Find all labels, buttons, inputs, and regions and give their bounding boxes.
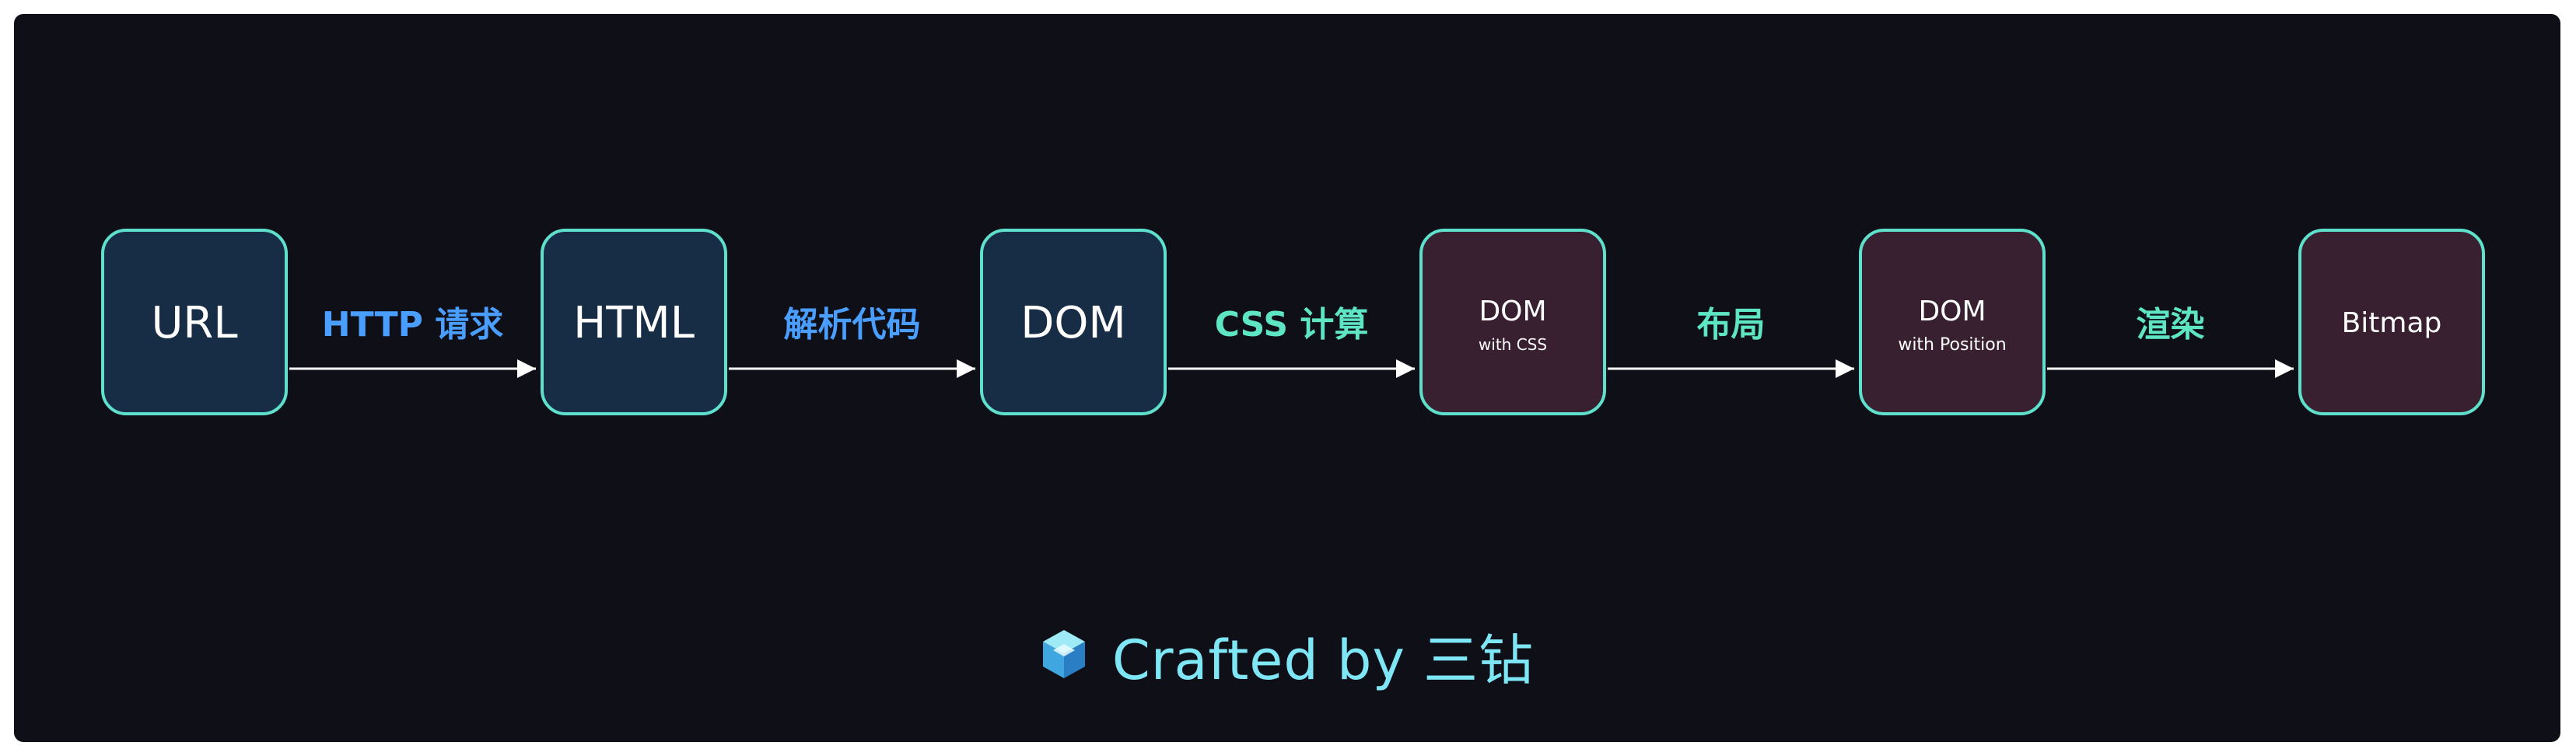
node-dom-css: DOM with CSS (1419, 229, 1606, 415)
node-title: HTML (573, 298, 695, 348)
edge-label: 解析代码 (784, 305, 921, 345)
edge-label: CSS 计算 (1215, 305, 1369, 345)
footer-credit: Crafted by 三钻 (14, 613, 2560, 698)
footer-text: Crafted by 三钻 (1111, 628, 1535, 692)
node-subtitle: with CSS (1479, 335, 1547, 354)
node-box (1419, 229, 1606, 415)
edge-label: 布局 (1697, 305, 1766, 345)
node-subtitle: with Position (1898, 335, 2006, 355)
node-box (541, 229, 727, 415)
node-title: Bitmap (2342, 307, 2442, 339)
edge-url-to-html: HTTP 请求 (289, 305, 536, 378)
node-dom: DOM (980, 229, 1167, 415)
node-dom-position: DOM with Position (1859, 229, 2046, 415)
diagram-canvas: HTTP 请求 解析代码 CSS 计算 布局 渲染 URL HTML DOM DOM with … (14, 14, 2560, 742)
node-title: DOM (1479, 296, 1546, 327)
node-title: URL (151, 298, 237, 348)
node-title: DOM (1020, 298, 1126, 348)
pipeline-diagram: HTTP 请求 解析代码 CSS 计算 布局 渲染 URL HTML DOM DOM with … (101, 229, 2485, 415)
node-box (2298, 229, 2485, 415)
node-html: HTML (541, 229, 727, 415)
edge-dom-css-to-dom-position: 布局 (1608, 305, 1854, 378)
node-url: URL (101, 229, 288, 415)
node-box (101, 229, 288, 415)
edge-dom-position-to-bitmap: 渲染 (2047, 305, 2294, 378)
node-box (980, 229, 1167, 415)
edge-dom-to-dom-css: CSS 计算 (1168, 305, 1415, 378)
edge-html-to-dom: 解析代码 (729, 305, 975, 378)
node-box (1859, 229, 2046, 415)
edge-label: 渲染 (2137, 305, 2205, 345)
node-bitmap: Bitmap (2298, 229, 2485, 415)
node-title: DOM (1918, 296, 1986, 327)
cube-icon (1041, 628, 1087, 684)
edge-label: HTTP 请求 (322, 305, 503, 345)
